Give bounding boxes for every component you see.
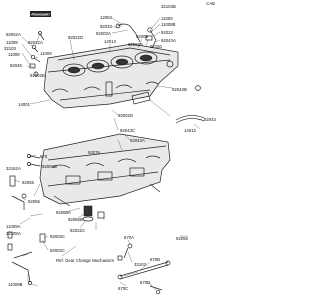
part-label-92043a: 92043A: [161, 38, 176, 43]
part-label-11009b: 11009B: [8, 282, 23, 287]
part-label-92076: 92076: [88, 150, 101, 155]
part-label-92066b: 92066B: [68, 217, 83, 222]
left-bolts-lower: [9, 154, 41, 210]
part-label-92043: 92043: [204, 117, 217, 122]
part-label-92043b: 92043B: [172, 87, 187, 92]
part-label-92002a: 92002A: [6, 32, 21, 37]
part-label-14012: 14012: [184, 128, 197, 133]
part-label-32103: 32103: [4, 46, 17, 51]
part-label-670c: 670C: [118, 286, 128, 291]
part-label-92055: 92055: [22, 180, 35, 185]
part-label-92009b: 92009B: [42, 164, 57, 169]
part-label-14001: 14001: [18, 102, 31, 107]
part-label-92043a-lower: 92043A: [130, 138, 145, 143]
part-label-12053: 12053: [100, 15, 113, 20]
part-label-11009-top-left: 11009: [6, 40, 18, 45]
part-label-92150: 92150: [150, 44, 163, 49]
part-label-670: 670: [40, 154, 48, 159]
left-bolts-upper: [29, 31, 45, 77]
part-label-32103-bottom: 32103: [134, 262, 147, 267]
part-label-92022c: 92022C: [70, 228, 85, 233]
part-label-14013: 14013: [104, 39, 117, 44]
part-label-32103a: 32103A: [6, 231, 21, 236]
page-reference: CAB: [206, 1, 215, 6]
part-label-92003c: 92003C: [50, 234, 65, 239]
gasket-seal: [175, 85, 205, 124]
part-label-92045: 92045: [10, 63, 23, 68]
part-label-92002b: 92002B: [30, 73, 45, 78]
part-label-32103b: 32103B: [161, 4, 176, 9]
oil-drain-fitting: [82, 205, 105, 222]
part-label-92022b: 92022B: [128, 42, 143, 47]
reference-gear-change-mechanism: Ref. Gear Change Mechanism: [56, 258, 114, 263]
part-label-92066a: 92066A: [56, 210, 71, 215]
leader-lines: [11, 17, 203, 291]
part-label-670b: 670B: [150, 257, 160, 262]
part-label-11009-left: 11009: [40, 51, 52, 56]
part-label-92055b: 92055: [28, 199, 41, 204]
part-label-11008: 11008: [8, 52, 20, 57]
part-label-670a: 670A: [124, 235, 134, 240]
lower-crankcase: [39, 133, 171, 207]
breather-fittings: [115, 23, 157, 49]
part-label-92003a: 92003A: [96, 31, 111, 36]
upper-crankcase: [43, 43, 179, 109]
part-label-11009-top-right: 11009: [161, 16, 173, 21]
part-labels: 12053 92033 92003A 32103B 11009 11008B 9…: [4, 4, 217, 291]
part-label-670d: 670D: [140, 280, 150, 285]
brand-logo-text: Kawasaki: [31, 12, 50, 17]
part-label-11008b: 11008B: [161, 22, 176, 27]
part-label-92009: 92009: [136, 34, 149, 39]
part-label-92002c: 92002C: [50, 248, 65, 253]
part-label-32162a: 32162A: [6, 166, 21, 171]
part-label-92055-right: 92055: [176, 236, 189, 241]
part-label-92043c: 92043C: [120, 128, 135, 133]
part-label-11009a: 11009A: [6, 224, 21, 229]
crankcase-exploded-diagram: Kawasaki CAB: [4, 1, 217, 295]
shift-rod-assembly: [117, 243, 171, 295]
part-label-92033: 92033: [100, 24, 113, 29]
part-label-92022a: 92022A: [28, 40, 43, 45]
part-label-92022: 92022: [161, 30, 174, 35]
brand-logo: Kawasaki: [30, 11, 51, 17]
part-label-92002d: 92002D: [118, 113, 133, 118]
part-label-92022d: 92022D: [68, 35, 83, 40]
bottom-left-bolts: [7, 231, 46, 285]
